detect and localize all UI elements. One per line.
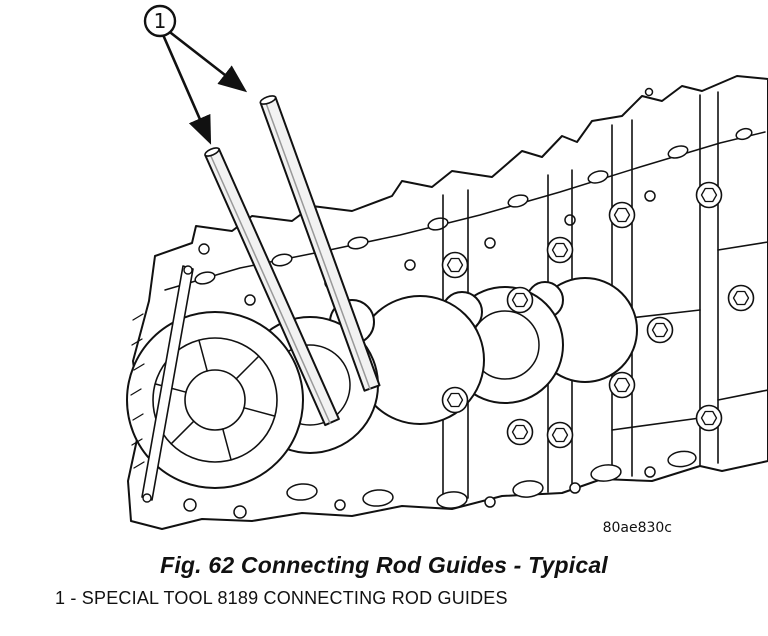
figure-caption: Fig. 62 Connecting Rod Guides - Typical [160, 552, 608, 578]
callout-arrow-left [162, 35, 212, 145]
figure-legend-item-1: 1 - SPECIAL TOOL 8189 CONNECTING ROD GUI… [55, 588, 508, 608]
bottom-flange-holes [183, 450, 697, 519]
callout-circle [143, 4, 177, 38]
front-cover-detail [126, 243, 304, 503]
rod-guide-tube-left [204, 147, 340, 427]
drawing-code: 80ae830c [603, 520, 672, 536]
callout: 1 [143, 4, 248, 145]
rod-guide-tube-right [259, 95, 381, 392]
callout-number: 1 [154, 9, 167, 33]
engine-block-illustration: 1 80ae830c [126, 4, 768, 536]
callout-arrow-right [169, 31, 248, 93]
